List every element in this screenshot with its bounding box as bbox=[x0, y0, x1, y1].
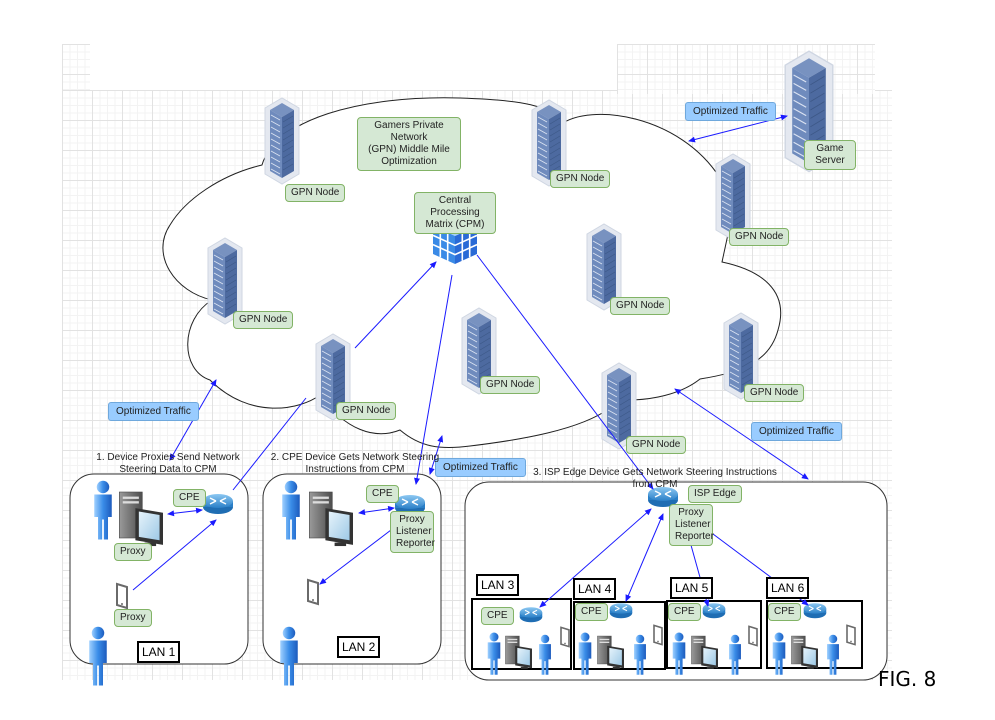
isp-edge-label: ISP Edge bbox=[688, 485, 743, 503]
gpn-node-label: GPN Node bbox=[233, 311, 294, 329]
connector-lines bbox=[132, 114, 809, 608]
scenario-1-caption: 1. Device Proxies Send Network Steering … bbox=[96, 452, 240, 475]
gpn-cloud bbox=[162, 97, 782, 449]
router-icon bbox=[803, 602, 827, 619]
connector-lan2-pc-cpe bbox=[358, 505, 395, 516]
connector-isp-lan4 bbox=[625, 513, 664, 602]
connector-isp-cloud-traffic bbox=[674, 388, 809, 480]
cpe-label: CPE bbox=[668, 603, 701, 621]
cpe-label: CPE bbox=[575, 603, 608, 621]
optimized-traffic-label: Optimized Traffic bbox=[751, 422, 842, 441]
scenario-2-caption: 2. CPE Device Gets Network Steering Inst… bbox=[270, 452, 440, 475]
gpn-node-server-icon bbox=[264, 97, 300, 185]
lan-3-tag: LAN 3 bbox=[476, 574, 520, 596]
router-icon bbox=[609, 602, 633, 619]
cpm-label: Central Processing Matrix (CPM) bbox=[414, 192, 496, 234]
proxy-label: Proxy bbox=[114, 609, 152, 627]
mobile-phone-icon bbox=[748, 625, 758, 647]
mobile-phone-icon bbox=[307, 579, 319, 605]
lan-5-tag: LAN 5 bbox=[670, 577, 714, 599]
lan-4-tag: LAN 4 bbox=[573, 578, 617, 600]
connector-cpm-cpe-lan2 bbox=[414, 274, 453, 485]
optimized-traffic-label: Optimized Traffic bbox=[108, 402, 199, 421]
proxy-listener-reporter-label: Proxy Listener Reporter bbox=[390, 511, 435, 553]
gpn-node-label: GPN Node bbox=[729, 228, 790, 246]
game-server-label: Game Server bbox=[804, 140, 856, 170]
optimized-traffic-label: Optimized Traffic bbox=[685, 102, 776, 121]
lan-1-tag: LAN 1 bbox=[137, 641, 181, 663]
mobile-phone-icon bbox=[116, 583, 128, 609]
figure-label: FIG. 8 bbox=[878, 667, 937, 691]
gpn-node-label: GPN Node bbox=[744, 384, 805, 402]
gpn-node-label: GPN Node bbox=[285, 184, 346, 202]
gpn-node-label: GPN Node bbox=[550, 170, 611, 188]
proxy-label: Proxy bbox=[114, 543, 152, 561]
cpe-label: CPE bbox=[366, 485, 399, 503]
gpn-node-label: GPN Node bbox=[336, 402, 397, 420]
connector-lan2-plr-phone bbox=[319, 529, 392, 585]
proxy-listener-reporter-label: Proxy Listener Reporter bbox=[669, 504, 714, 546]
cpe-label: CPE bbox=[481, 607, 514, 625]
connector-gpn-node-cpm bbox=[354, 261, 437, 349]
connector-cpm-isp-edge bbox=[476, 254, 654, 490]
cpe-label: CPE bbox=[173, 489, 206, 507]
mobile-phone-icon bbox=[560, 626, 570, 648]
lan-2-tag: LAN 2 bbox=[337, 636, 381, 658]
mobile-phone-icon bbox=[653, 624, 663, 646]
scenario-3-caption: 3. ISP Edge Device Gets Network Steering… bbox=[533, 467, 777, 490]
gpn-node-label: GPN Node bbox=[610, 297, 671, 315]
lan-6-tag: LAN 6 bbox=[766, 577, 810, 599]
grid-background bbox=[62, 44, 90, 94]
connector-lan1-pc-cpe bbox=[167, 507, 203, 517]
gpn-node-label: GPN Node bbox=[480, 376, 541, 394]
cpe-label: CPE bbox=[768, 603, 801, 621]
connector-lan1-cpe-gpn-node bbox=[232, 397, 307, 491]
router-icon bbox=[519, 606, 543, 623]
connector-lan1-phone-cpe bbox=[132, 519, 217, 591]
cloud-title-label: Gamers Private Network (GPN) Middle Mile… bbox=[357, 117, 461, 171]
gpn-node-label: GPN Node bbox=[626, 436, 687, 454]
router-icon bbox=[702, 602, 726, 619]
router-icon bbox=[202, 493, 234, 515]
connector-lan2-cloud-traffic bbox=[428, 435, 444, 475]
optimized-traffic-label: Optimized Traffic bbox=[435, 458, 526, 477]
mobile-phone-icon bbox=[846, 624, 856, 646]
